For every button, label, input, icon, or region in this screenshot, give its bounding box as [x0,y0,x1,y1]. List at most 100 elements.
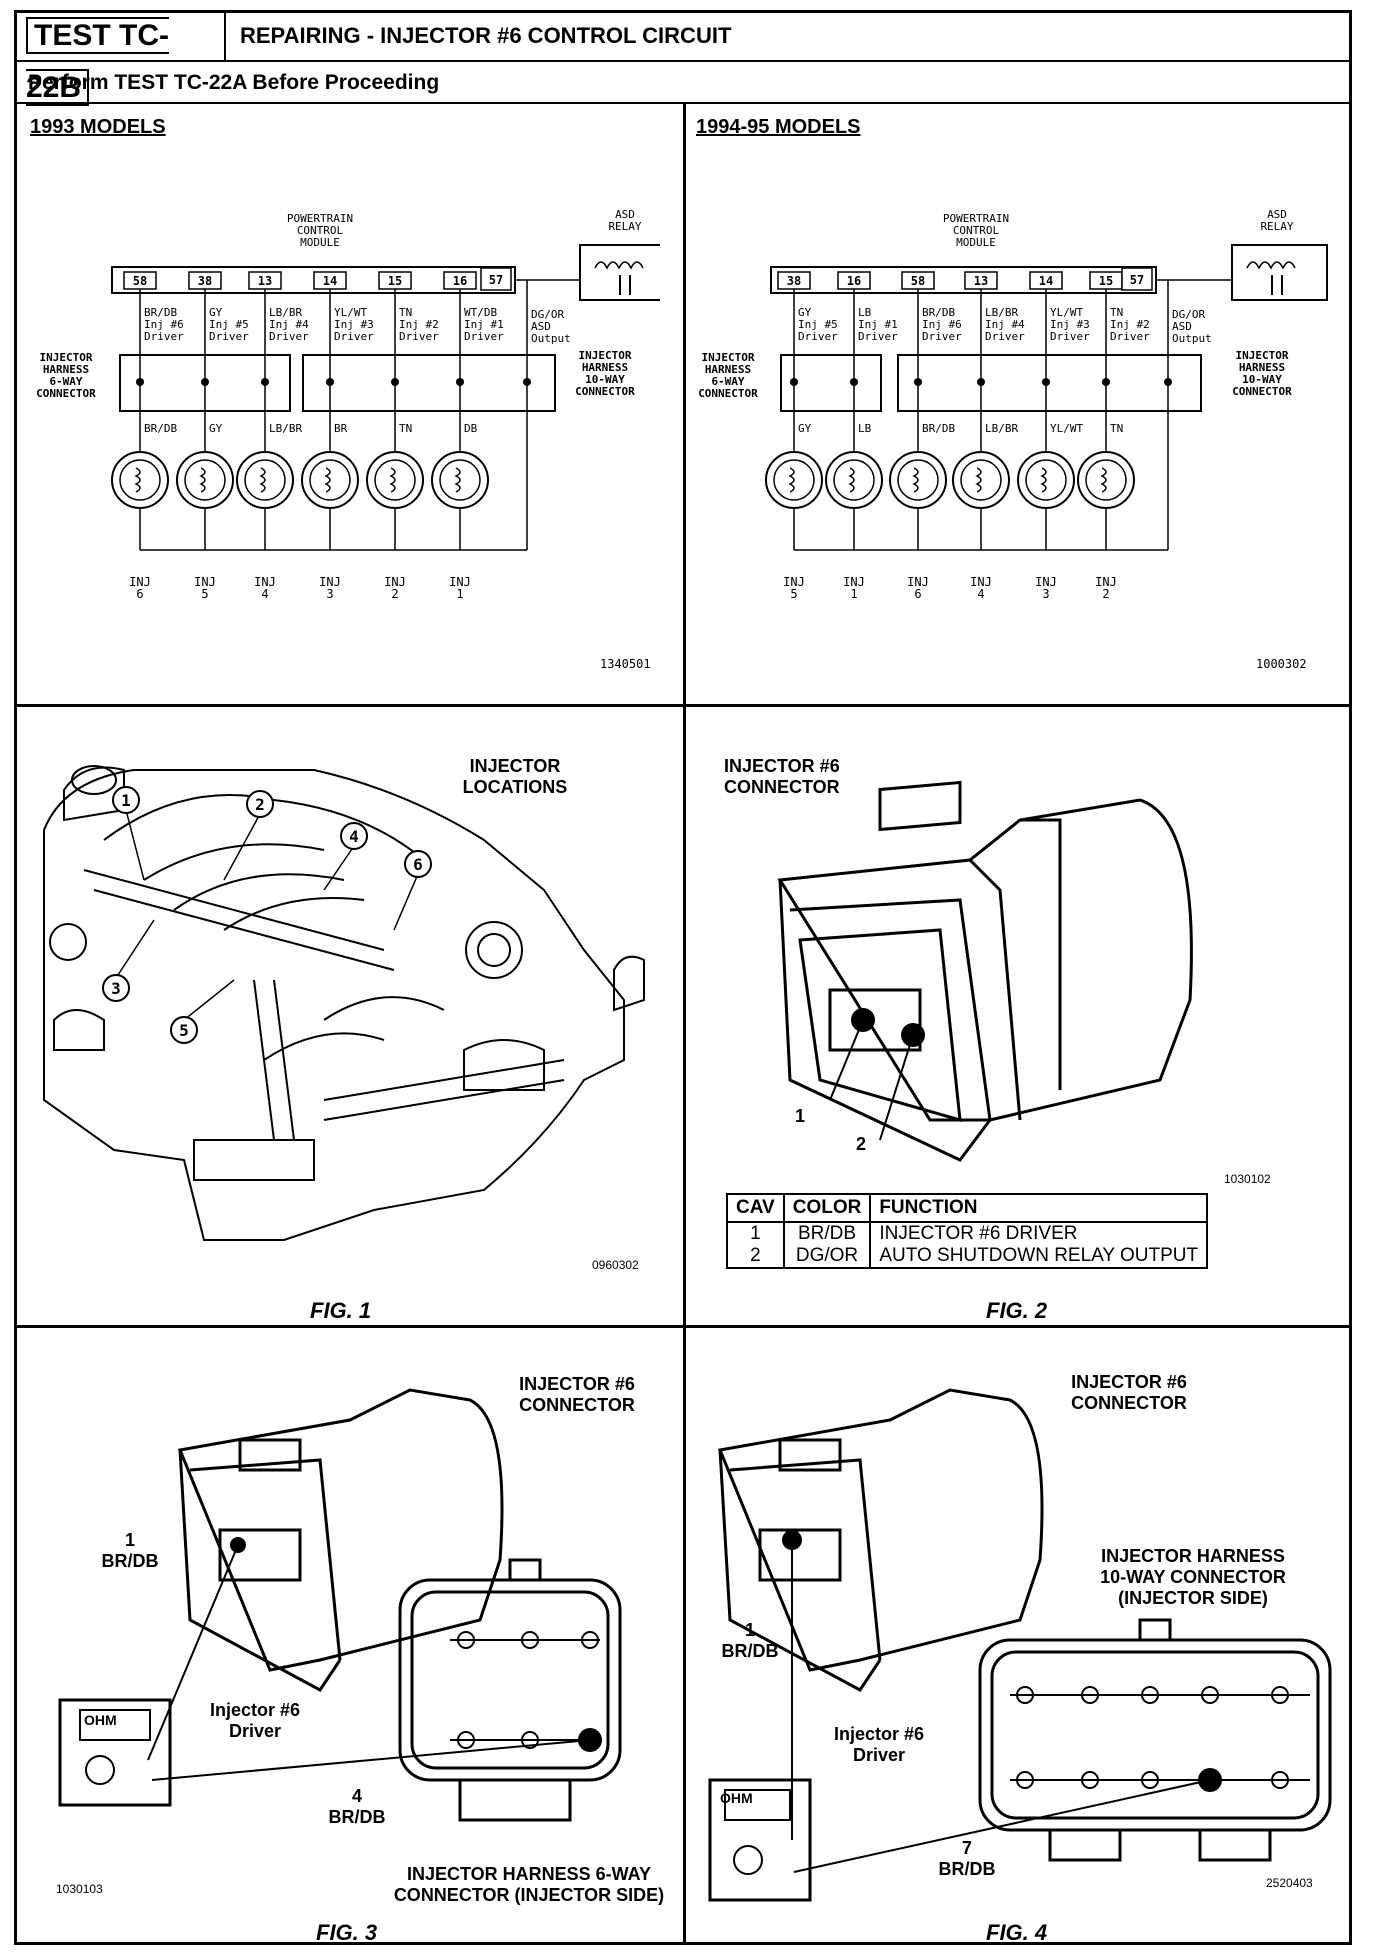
fig3-code: 1030103 [56,1882,103,1896]
wire-label: YL/WT [1050,306,1083,319]
harness-6way-connector [119,354,291,412]
pcm-pin-label: 13 [974,274,988,288]
injector-winding [259,467,266,493]
wire-label: GY [798,306,812,319]
wire-label: LB/BR [269,306,302,319]
injector-coil-icon [960,459,1002,501]
connector-pin [136,378,144,386]
fig3-harness-pin-color: BR/DB [328,1807,386,1827]
injector-coil-icon [1025,459,1067,501]
wire-label: YL/WT [334,306,367,319]
left-connector-label: 6-WAY [711,375,744,388]
diagram-code: 1000302 [1256,657,1307,671]
lower-wire-label: BR [334,422,348,435]
table-header-cav: CAV [727,1194,785,1223]
driver-label: Driver [922,330,962,343]
harness-10way-connector [897,354,1202,412]
header-row [14,10,1352,62]
injector-number: 4 [261,587,268,601]
fig4-meter: OHM [720,1790,753,1806]
relay-box [579,244,660,301]
injector-label: INJ [319,575,341,589]
test-id: TEST TC-22B [14,10,226,106]
fig3-driver-label: Injector #6 Driver [209,1700,301,1741]
lower-wire-label: LB/BR [985,422,1018,435]
driver-label: Inj #1 [464,318,504,331]
wire-label: GY [209,306,223,319]
injector-number: 6 [914,587,921,601]
pcm-pin-label: 13 [258,274,272,288]
injector-coil-icon [374,459,416,501]
fig2-code: 1030102 [1224,1172,1271,1186]
connector-pin [1164,378,1172,386]
lower-wire-label: TN [399,422,412,435]
injector-winding [134,467,141,493]
injector-number: 1 [850,587,857,601]
injector-label: INJ [254,575,276,589]
heading-1993: 1993 MODELS [30,116,166,138]
table-cell: BR/DB [783,1222,872,1245]
injector-coil-icon [897,459,939,501]
driver-label: Inj #4 [269,318,309,331]
fig3-pin-number: 1 [124,1530,135,1550]
driver-label: Driver [985,330,1025,343]
connector-pin [1102,378,1110,386]
pcm-pin-label: 58 [133,274,147,288]
injector-winding [324,467,331,493]
asd-output-label: ASD [531,320,551,333]
wire-label: WT/DB [464,306,497,319]
divider-bottom [683,704,686,1945]
callout-number: 1 [121,791,131,810]
driver-label: Inj #4 [985,318,1025,331]
relay-coil [1246,261,1296,270]
driver-label: Inj #3 [1050,318,1090,331]
divider-top [683,104,686,704]
asd-output-label: ASD [1172,320,1192,333]
injector-number: 5 [201,587,208,601]
lower-wire-label: TN [1110,422,1123,435]
driver-label: Inj #1 [858,318,898,331]
driver-label: Driver [858,330,898,343]
fig4-title: INJECTOR #6 CONNECTOR [1071,1372,1187,1413]
callout-number: 4 [349,827,359,846]
fig1-caption: FIG. 1 [310,1298,372,1323]
left-connector-label: HARNESS [705,363,751,376]
lower-wire-label: GY [209,422,223,435]
left-connector-label: HARNESS [43,363,89,376]
lower-wire-label: YL/WT [1050,422,1083,435]
wire-label: BR/DB [922,306,955,319]
injector-label: INJ [1035,575,1057,589]
injector-coil-icon [309,459,351,501]
left-connector-label: CONNECTOR [36,387,96,400]
injector-coil-icon [833,459,875,501]
driver-label: Inj #6 [922,318,962,331]
driver-label: Inj #5 [798,318,838,331]
fig1-code: 0960302 [592,1258,639,1272]
injector-number: 2 [1102,587,1109,601]
injector-number: 6 [136,587,143,601]
right-connector-label: HARNESS [1239,361,1285,374]
left-connector-label: INJECTOR [40,351,93,364]
injector-label: INJ [907,575,929,589]
injector-number: 3 [1042,587,1049,601]
pcm-label: CONTROL [953,224,1000,237]
callout-number: 5 [179,1021,189,1040]
perform-note: Perform TEST TC-22A Before Proceeding [28,71,440,94]
right-connector-label: CONNECTOR [1232,385,1292,398]
driver-label: Driver [399,330,439,343]
harness-6way-connector [780,354,882,412]
driver-label: Driver [1050,330,1090,343]
connector-pin [456,378,464,386]
right-connector-label: 10-WAY [585,373,625,386]
connector-pin [261,378,269,386]
driver-label: Inj #6 [144,318,184,331]
left-connector-label: INJECTOR [702,351,755,364]
driver-label: Driver [209,330,249,343]
fig4-harness-label: INJECTOR HARNESS 10-WAY CONNECTOR (INJEC… [1100,1546,1286,1608]
fig3-pin-color: BR/DB [101,1551,159,1571]
fig4-harness-pin-number: 7 [961,1838,972,1858]
injector-number: 2 [391,587,398,601]
table-header-row: CAV COLOR FUNCTION [727,1194,1208,1223]
fig4-pin-color: BR/DB [721,1641,779,1661]
divider-row2 [14,1325,1352,1328]
